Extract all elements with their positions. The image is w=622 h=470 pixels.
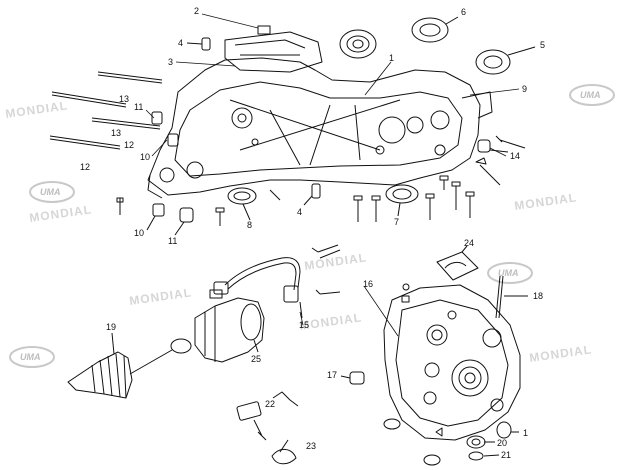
watermark-mondial: MONDIAL bbox=[528, 342, 592, 365]
callout-20: 20 bbox=[497, 438, 507, 448]
watermark-group: MONDIAL MONDIAL MONDIAL MONDIAL MONDIAL … bbox=[4, 84, 615, 368]
bolt bbox=[401, 283, 410, 303]
uma-logo: UMA bbox=[569, 84, 615, 106]
oil-seal bbox=[385, 184, 419, 217]
callout-19: 19 bbox=[106, 322, 116, 332]
watermark-mondial: MONDIAL bbox=[513, 190, 577, 213]
leader-lines bbox=[145, 13, 520, 337]
callout-22: 22 bbox=[265, 399, 275, 409]
washer bbox=[383, 418, 519, 466]
uma-logo: UMA bbox=[487, 262, 533, 284]
wire-harness bbox=[213, 244, 341, 319]
callout-11: 11 bbox=[134, 102, 143, 112]
callout-7: 7 bbox=[394, 217, 399, 227]
callout-1: 1 bbox=[523, 428, 528, 438]
watermark-mondial: MONDIAL bbox=[4, 98, 68, 121]
callout-4: 4 bbox=[178, 38, 183, 48]
sensor-switch bbox=[236, 391, 299, 465]
starter-motor bbox=[170, 289, 265, 363]
stud-bolt bbox=[495, 275, 528, 319]
callout-14: 14 bbox=[510, 151, 520, 161]
starter-drive-gear bbox=[67, 332, 173, 399]
watermark-mondial: MONDIAL bbox=[28, 202, 92, 225]
callout-12: 12 bbox=[80, 162, 90, 172]
dowel-pin bbox=[303, 183, 321, 206]
uma-logo: UMA bbox=[29, 181, 75, 203]
callout-12: 12 bbox=[124, 140, 134, 150]
gasket bbox=[436, 245, 479, 281]
svg-text:UMA: UMA bbox=[580, 90, 601, 100]
bolt bbox=[116, 135, 526, 226]
callout-4: 4 bbox=[297, 207, 302, 217]
callout-15: 15 bbox=[299, 320, 309, 330]
watermark-mondial: MONDIAL bbox=[128, 285, 192, 308]
uma-logo: UMA bbox=[9, 346, 55, 368]
bushing bbox=[146, 111, 194, 236]
callout-23: 23 bbox=[306, 441, 316, 451]
watermark-mondial: MONDIAL bbox=[303, 250, 367, 273]
sleeve bbox=[340, 371, 365, 385]
svg-text:UMA: UMA bbox=[20, 352, 41, 362]
callout-2: 2 bbox=[194, 6, 199, 16]
callout-5: 5 bbox=[540, 40, 545, 50]
stud-bolt bbox=[49, 71, 163, 150]
svg-text:UMA: UMA bbox=[498, 268, 519, 278]
callout-17: 17 bbox=[327, 370, 337, 380]
crankcase-right-half bbox=[383, 284, 521, 441]
bearing bbox=[475, 46, 536, 75]
bearing bbox=[411, 16, 459, 43]
bearing bbox=[339, 29, 377, 59]
callout-10: 10 bbox=[140, 152, 150, 162]
callout-21: 21 bbox=[501, 450, 511, 460]
crankcase-left-half bbox=[147, 25, 493, 199]
callout-13: 13 bbox=[111, 128, 121, 138]
dowel-pin bbox=[186, 37, 211, 51]
oil-seal bbox=[227, 187, 257, 221]
callout-24: 24 bbox=[464, 238, 474, 248]
callout-16: 16 bbox=[363, 279, 373, 289]
callout-1: 1 bbox=[389, 53, 394, 63]
callout-8: 8 bbox=[247, 220, 252, 230]
callout-10: 10 bbox=[134, 228, 144, 238]
callout-9: 9 bbox=[522, 84, 527, 94]
callout-13: 13 bbox=[119, 94, 129, 104]
callout-3: 3 bbox=[168, 57, 173, 67]
callout-18: 18 bbox=[533, 291, 543, 301]
callout-labels: 1 1 2 3 4 4 5 6 7 8 9 10 10 11 11 12 12 … bbox=[80, 6, 545, 460]
svg-text:UMA: UMA bbox=[40, 187, 61, 197]
callout-11: 11 bbox=[168, 236, 177, 246]
callout-6: 6 bbox=[461, 7, 466, 17]
callout-25: 25 bbox=[251, 354, 261, 364]
